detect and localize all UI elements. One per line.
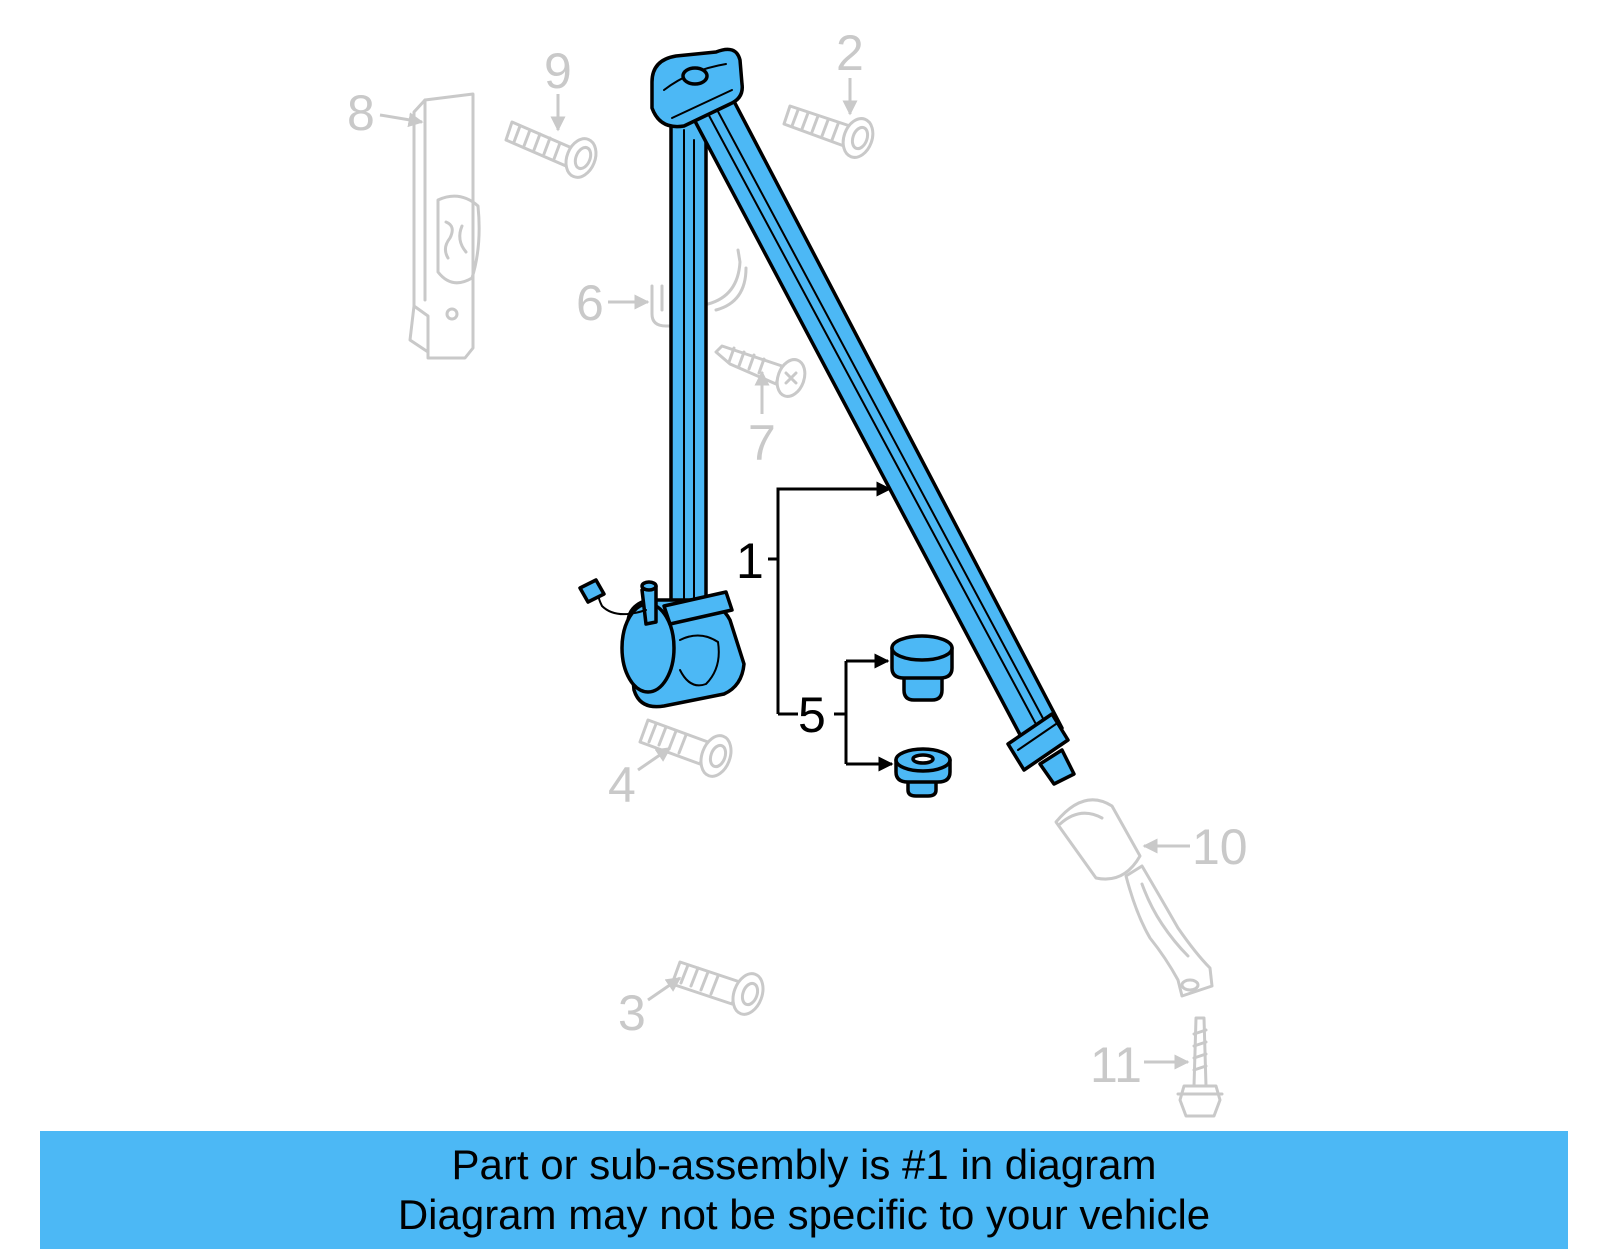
bolt-part-11 <box>1176 1016 1224 1118</box>
bolt-part-9 <box>504 120 598 179</box>
callout-8: 8 <box>347 85 375 141</box>
bushings-part-5 <box>890 634 954 798</box>
callout-5: 5 <box>798 687 826 743</box>
bolt-part-2 <box>782 104 875 159</box>
bolt-part-4 <box>638 718 733 778</box>
callout-9: 9 <box>544 43 572 99</box>
bolt-part-3 <box>670 960 765 1016</box>
banner-line-1: Part or sub-assembly is #1 in diagram <box>451 1141 1157 1188</box>
callout-7: 7 <box>748 415 776 471</box>
ghost-leaders <box>379 78 1190 1070</box>
callout-1: 1 <box>736 533 764 589</box>
anchor-bracket-part-8 <box>408 92 481 360</box>
callout-11: 11 <box>1090 1037 1142 1093</box>
callout-2: 2 <box>836 25 864 81</box>
seat-belt-assembly-part-1 <box>578 47 1076 786</box>
main-leaders <box>768 481 894 772</box>
info-banner: Part or sub-assembly is #1 in diagram Di… <box>40 1131 1568 1249</box>
callout-6: 6 <box>576 275 604 331</box>
callout-10: 10 <box>1192 819 1248 875</box>
buckle-part-10 <box>1054 798 1214 998</box>
callout-4: 4 <box>608 757 636 813</box>
clip-part-6 <box>650 248 748 328</box>
callout-3: 3 <box>618 985 646 1041</box>
banner-line-2: Diagram may not be specific to your vehi… <box>397 1191 1211 1238</box>
